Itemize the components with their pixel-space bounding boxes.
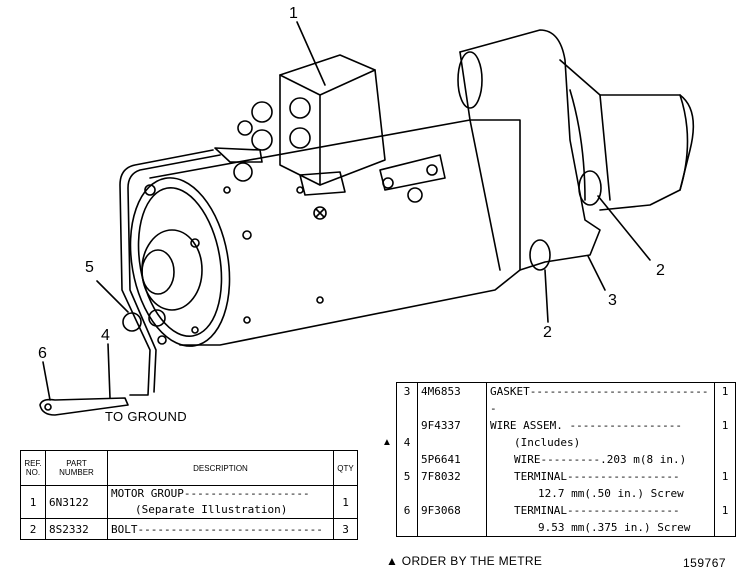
parts-table-right: 3 4M6853 GASKET-------------------------… [396,382,736,537]
table-row: 1 6N3122 MOTOR GROUP------------------- … [20,485,358,519]
metre-marker: ▲ [382,437,392,448]
table-row: 5 7F8032 TERMINAL----------------- 1 [396,468,736,485]
parts-table-left: REF. NO. PART NUMBER DESCRIPTION QTY 1 6… [20,450,358,540]
table-row: 2 8S2332 BOLT---------------------------… [20,518,358,540]
leader-1 [296,21,326,86]
motor-body [149,119,521,346]
ground-wire [119,149,214,396]
callout-2b: 2 [543,324,552,341]
bolt-head [529,239,551,271]
header-ref: REF. NO. [20,450,46,486]
leader-6 [42,361,51,401]
leader-2a [597,195,651,261]
ground-terminal [39,397,129,416]
header-qty: QTY [333,450,358,486]
callout-3: 3 [608,292,617,309]
callout-6: 6 [38,345,47,362]
table-row: 4 (Includes) [396,434,736,451]
starter-motor-illustration [39,21,695,416]
callout-4: 4 [101,327,110,344]
bolt-head [578,170,602,206]
callout-5: 5 [85,259,94,276]
callout-2a: 2 [656,262,665,279]
table-row: 9.53 mm(.375 in.) Screw [396,519,736,537]
header-part: PART NUMBER [45,450,108,486]
table-row: 3 4M6853 GASKET-------------------------… [396,382,736,417]
table-row: 5P6641 WIRE---------.203 m(8 in.) [396,451,736,468]
leader-4 [107,343,111,399]
header-desc: DESCRIPTION [107,450,334,486]
leader-2b [544,269,549,323]
document-number: 159767 [683,556,727,570]
footnote: ▲ ORDER BY THE METRE [386,554,543,568]
solenoid [279,54,386,186]
row-desc: MOTOR GROUP------------------- [111,487,310,500]
leader-3 [587,255,606,291]
end-cap [129,177,231,347]
table-row: 6 9F3068 TERMINAL----------------- 1 [396,502,736,519]
row-desc-note: (Separate Illustration) [135,503,288,516]
leader-5 [96,280,129,313]
table-row: 9F4337 WIRE ASSEM. ----------------- 1 [396,417,736,434]
table-row: 12.7 mm(.50 in.) Screw [396,485,736,502]
ground-label: TO GROUND [105,409,187,424]
drive-housing [459,29,601,271]
callout-1: 1 [289,5,298,22]
